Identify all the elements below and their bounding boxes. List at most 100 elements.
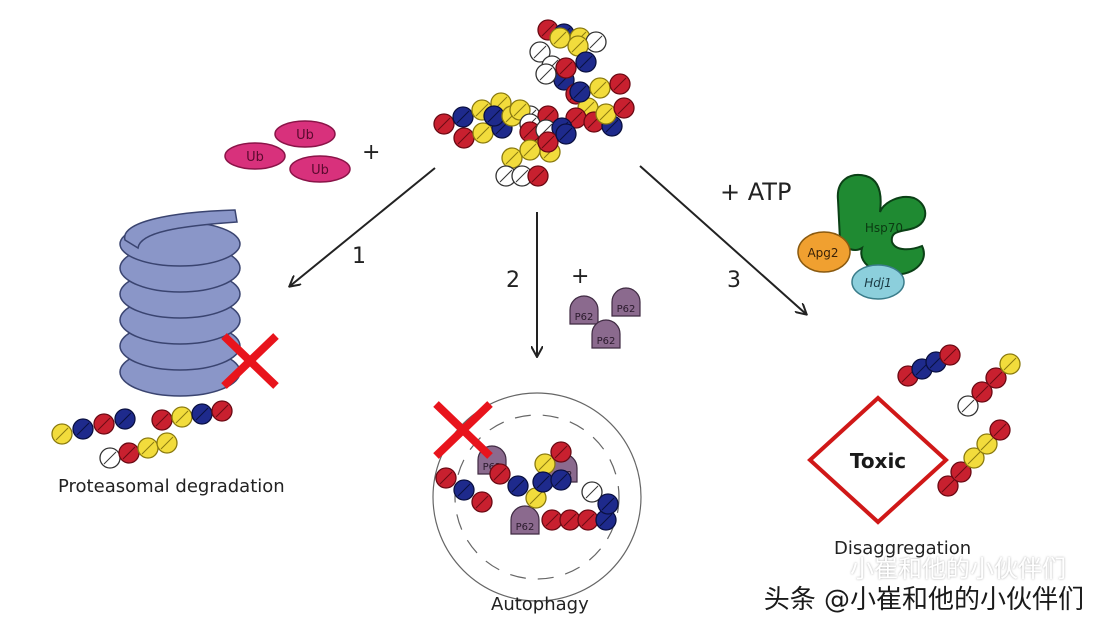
- plus-p62: +: [571, 264, 590, 289]
- bead-seam: [993, 423, 1007, 437]
- bead-seam: [487, 109, 501, 123]
- bead-seam: [215, 404, 229, 418]
- ub-label: Ub: [296, 128, 314, 143]
- p62-label: P62: [597, 336, 616, 347]
- bead-seam: [605, 119, 619, 133]
- bead-seam: [55, 427, 69, 441]
- pathway-2-number: 2: [506, 268, 520, 293]
- bead-seam: [967, 451, 981, 465]
- bead-seam: [989, 371, 1003, 385]
- bead-seam: [553, 31, 567, 45]
- bead-seam: [585, 485, 599, 499]
- bead-seam: [160, 436, 174, 450]
- bead-seam: [103, 451, 117, 465]
- bead-seam: [523, 143, 537, 157]
- bead-seam: [493, 467, 507, 481]
- ub-label: Ub: [246, 150, 264, 165]
- bead-seam: [563, 513, 577, 527]
- apg2-icon: [797, 231, 851, 273]
- bead-seam: [617, 101, 631, 115]
- bead-seam: [476, 126, 490, 140]
- bead-seam: [593, 81, 607, 95]
- apg2-label: Apg2: [807, 246, 838, 260]
- pathway-3-arrow: [639, 165, 806, 314]
- ubiquitin-icon: [289, 155, 351, 183]
- bead-seam: [97, 417, 111, 431]
- autophagy-blocked-cross-icon: [433, 401, 493, 459]
- bead-seam: [515, 169, 529, 183]
- bead-seam: [941, 479, 955, 493]
- bead-seam: [118, 412, 132, 426]
- ubiquitin-icon: [274, 120, 336, 148]
- bead-seam: [980, 437, 994, 451]
- bead-seam: [531, 169, 545, 183]
- bead-seam: [456, 110, 470, 124]
- bead-seam: [195, 407, 209, 421]
- bead-seam: [536, 475, 550, 489]
- bead-seam: [573, 85, 587, 99]
- caption-autophagy: Autophagy: [491, 594, 589, 615]
- bead-seam: [601, 497, 615, 511]
- bead-seam: [475, 103, 489, 117]
- plus-ubiquitin: +: [362, 140, 381, 165]
- bead-seam: [538, 457, 552, 471]
- hsp70-label: Hsp70: [865, 221, 903, 235]
- bead-seam: [571, 39, 585, 53]
- bead-seam: [559, 127, 573, 141]
- p62-icon: [591, 319, 621, 349]
- bead-seam: [599, 107, 613, 121]
- pathway-1-arrow: [290, 167, 436, 286]
- bead-seam: [545, 513, 559, 527]
- bead-seam: [533, 45, 547, 59]
- bead-seam: [437, 117, 451, 131]
- proteasome: [119, 209, 241, 397]
- toxic-label: Toxic: [850, 449, 906, 473]
- ubiquitin-icon: [224, 142, 286, 170]
- p62-label: P62: [617, 304, 636, 315]
- p62-label: P62: [516, 522, 535, 533]
- chaperone-group: Hsp70 Apg2 Hdj1: [797, 174, 927, 300]
- toxic-warning-icon: Toxic: [807, 395, 949, 525]
- p62-icon: [569, 295, 599, 325]
- bead-seam: [439, 471, 453, 485]
- caption-proteasomal-degradation: Proteasomal degradation: [58, 476, 285, 497]
- watermark: 头条 @小崔和他的小伙伴们: [763, 585, 1084, 615]
- p62-group: P62 P62 P62: [569, 287, 641, 349]
- caption-disaggregation: Disaggregation: [834, 538, 972, 559]
- bead-seam: [529, 491, 543, 505]
- bead-seam: [554, 445, 568, 459]
- protein-chains: [51, 344, 1021, 531]
- bead-seam: [554, 473, 568, 487]
- bead-seam: [599, 513, 613, 527]
- bead-seam: [505, 151, 519, 165]
- bead-seam: [541, 23, 555, 37]
- pathway-1-number: 1: [352, 244, 366, 269]
- bead-seam: [579, 55, 593, 69]
- hdj1-icon: [851, 264, 905, 300]
- bead-seam: [141, 441, 155, 455]
- bead-seam: [1003, 357, 1017, 371]
- bead-seam: [975, 385, 989, 399]
- protein-aggregate: [433, 19, 635, 187]
- bead-seam: [954, 465, 968, 479]
- bead-seam: [155, 413, 169, 427]
- bead-seam: [499, 169, 513, 183]
- bead-seam: [943, 348, 957, 362]
- bead-seam: [475, 495, 489, 509]
- bead-seam: [559, 61, 573, 75]
- atp-label: + ATP: [720, 178, 792, 206]
- bead-seam: [569, 111, 583, 125]
- hdj1-label: Hdj1: [864, 276, 892, 290]
- bead-seam: [513, 103, 527, 117]
- watermark-faint: 小崔和他的小伙伴们: [850, 555, 1066, 583]
- bead-seam: [539, 67, 553, 81]
- ub-label: Ub: [311, 163, 329, 178]
- bead-seam: [175, 410, 189, 424]
- bead-seam: [511, 479, 525, 493]
- bead-seam: [961, 399, 975, 413]
- p62-label: P62: [575, 312, 594, 323]
- bead-seam: [541, 135, 555, 149]
- pathway-3-number: 3: [727, 268, 741, 293]
- bead-seam: [523, 125, 537, 139]
